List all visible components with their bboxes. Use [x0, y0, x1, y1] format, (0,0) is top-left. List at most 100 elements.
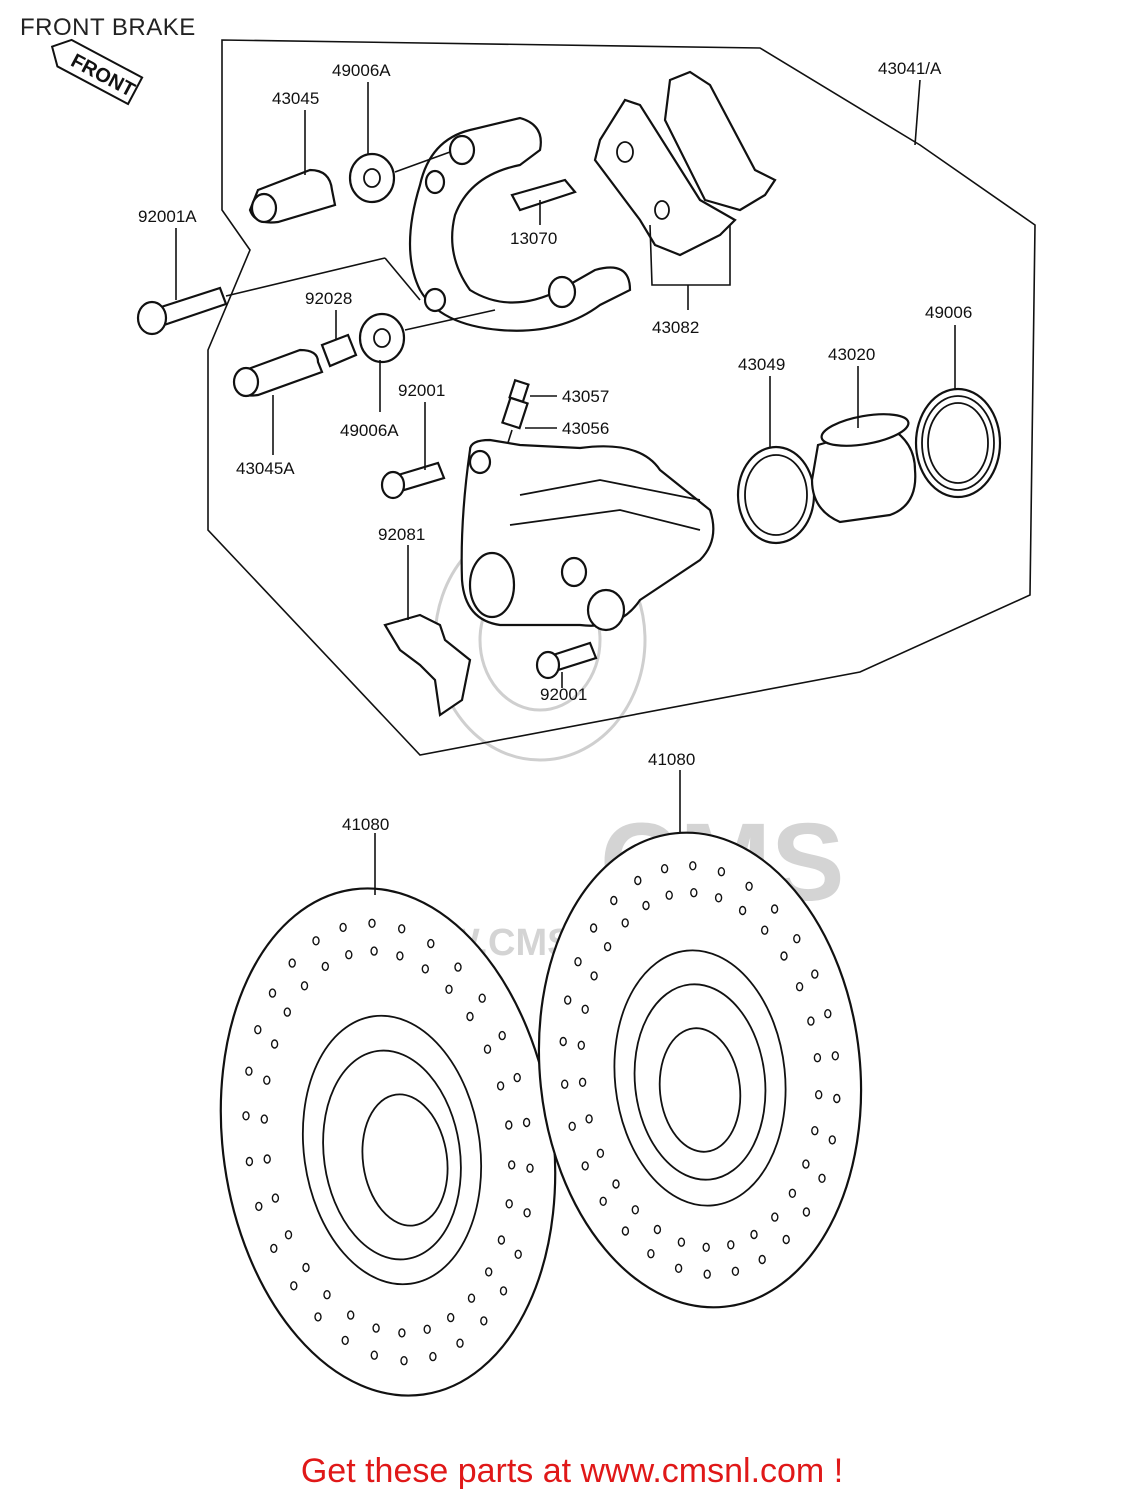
disc-hole: [770, 904, 779, 914]
disc-hole: [499, 1286, 508, 1296]
disc-hole: [445, 984, 453, 994]
disc-hole: [514, 1249, 522, 1260]
disc-hole: [665, 890, 673, 900]
disc-hole: [339, 922, 347, 933]
disc-hole: [288, 958, 296, 968]
disc-hole: [802, 1159, 810, 1169]
disc-hole: [612, 1179, 620, 1189]
disc-hole: [398, 1328, 406, 1338]
pad-retainer-92081: [383, 613, 472, 717]
piston-seal: [736, 445, 816, 545]
slide-pin-lower: [232, 348, 324, 398]
disc-hole: [523, 1208, 531, 1218]
disc-hole: [631, 1205, 639, 1215]
label-92001-bottom: 92001: [540, 685, 587, 704]
disc-hole: [370, 1350, 378, 1360]
bolt-92001A: [136, 286, 228, 336]
front-arrow-icon: FRONT: [50, 38, 144, 106]
sleeve-92028: [320, 333, 358, 368]
disc-hole: [717, 867, 726, 877]
disc-hole: [642, 900, 650, 911]
disc-hole: [242, 1111, 250, 1121]
boot-lower: [358, 312, 406, 364]
disc-hole: [577, 1040, 585, 1051]
disc-hole: [815, 1089, 823, 1100]
disc-hole: [818, 1173, 826, 1184]
disc-hole: [427, 938, 435, 949]
bolt-92001-lower: [535, 641, 598, 680]
disc-hole: [513, 1072, 521, 1083]
disc-hole: [496, 1081, 505, 1091]
disc-hole: [634, 875, 642, 886]
disc-hole: [807, 1016, 815, 1026]
label-43045: 43045: [272, 89, 319, 108]
disc-hole: [480, 1316, 488, 1326]
disc-hole: [561, 1079, 569, 1089]
disc-hole: [585, 1114, 593, 1124]
leader-lines: [175, 79, 956, 895]
disc-hole: [703, 1269, 711, 1279]
disc-hole: [596, 1148, 605, 1159]
disc-hole: [831, 1051, 839, 1061]
disc-hole: [589, 923, 598, 933]
label-49006: 49006: [925, 303, 972, 322]
disc-hole: [284, 1230, 293, 1240]
disc-hole: [254, 1024, 262, 1035]
label-41080-left: 41080: [342, 815, 389, 834]
brake-pads: [593, 70, 777, 257]
label-43045A: 43045A: [236, 459, 295, 478]
disc-hole: [368, 918, 376, 928]
disc-hole: [771, 1212, 779, 1222]
disc-hole: [745, 881, 753, 891]
disc-hole: [271, 1193, 280, 1203]
disc-hole: [345, 950, 353, 960]
disc-hole: [761, 925, 769, 935]
call-to-action: Get these parts at www.cmsnl.com !: [300, 1452, 844, 1490]
disc-hole: [456, 1338, 464, 1348]
disc-hole: [245, 1066, 253, 1076]
disc-hole: [302, 1262, 310, 1273]
disc-hole: [245, 1156, 254, 1167]
disc-hole: [396, 951, 404, 961]
boot-upper: [348, 152, 396, 204]
disc-hole: [321, 961, 329, 972]
disc-hole: [498, 1030, 506, 1041]
disc-hole: [574, 957, 582, 967]
disc-hole: [347, 1310, 355, 1320]
disc-hole: [478, 993, 486, 1003]
disc-hole: [828, 1135, 836, 1145]
disc-hole: [522, 1117, 531, 1128]
disc-hole: [811, 969, 819, 979]
disc-hole: [581, 1161, 589, 1171]
disc-hole: [398, 924, 406, 934]
label-41080-right: 41080: [648, 750, 695, 769]
disc-hole: [323, 1289, 331, 1300]
disc-hole: [731, 1266, 740, 1277]
disc-hole: [497, 1235, 506, 1245]
disc-hole: [564, 995, 572, 1005]
disc-hole: [660, 864, 669, 874]
disc-hole: [793, 934, 801, 944]
disc-hole: [370, 946, 378, 956]
disc-hole: [802, 1207, 811, 1217]
disc-hole: [283, 1007, 291, 1017]
disc-hole: [421, 964, 429, 974]
label-49006A-top: 49006A: [332, 61, 391, 80]
pad-spring: [510, 178, 577, 212]
disc-hole: [300, 981, 309, 991]
disc-hole: [621, 1226, 630, 1236]
label-43041A: 43041/A: [878, 59, 942, 78]
label-43082: 43082: [652, 318, 699, 337]
disc-hole: [758, 1254, 766, 1265]
disc-hole: [824, 1009, 832, 1019]
disc-hole: [429, 1351, 437, 1362]
disc-hole: [653, 1224, 662, 1235]
disc-hole: [581, 1004, 589, 1014]
disc-hole: [467, 1293, 476, 1303]
disc-hole: [647, 1248, 655, 1259]
disc-hole: [599, 1196, 607, 1207]
bolt-92001-upper: [380, 461, 446, 500]
disc-hole: [677, 1237, 686, 1247]
page-title: FRONT BRAKE: [20, 14, 196, 41]
